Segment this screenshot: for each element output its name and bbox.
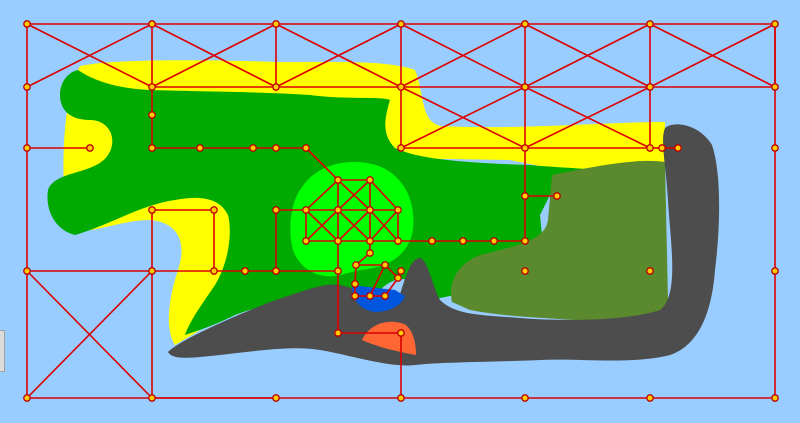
circle-node-icon[interactable]: [334, 267, 342, 275]
circle-node-icon[interactable]: [272, 20, 280, 28]
graph-edge: [337, 209, 371, 242]
node-layer[interactable]: [23, 20, 779, 402]
circle-node-icon[interactable]: [394, 274, 402, 282]
circle-node-icon[interactable]: [366, 176, 374, 184]
circle-node-icon[interactable]: [148, 20, 156, 28]
graph-edge: [275, 23, 402, 88]
circle-node-icon[interactable]: [210, 206, 218, 214]
circle-node-icon[interactable]: [272, 394, 280, 402]
graph-edge: [369, 179, 399, 211]
edge-layer: [26, 23, 776, 399]
circle-node-icon[interactable]: [148, 144, 156, 152]
graph-edge: [400, 23, 526, 88]
circle-node-icon[interactable]: [490, 237, 498, 245]
circle-node-icon[interactable]: [771, 144, 779, 152]
circle-node-icon[interactable]: [196, 144, 204, 152]
meadow-region: [290, 161, 414, 277]
circle-node-icon[interactable]: [366, 292, 374, 300]
circle-node-icon[interactable]: [771, 267, 779, 275]
circle-node-icon[interactable]: [366, 206, 374, 214]
graph-edge: [26, 270, 153, 399]
circle-node-icon[interactable]: [771, 20, 779, 28]
circle-node-icon[interactable]: [334, 206, 342, 214]
circle-node-icon[interactable]: [397, 267, 405, 275]
circle-node-icon[interactable]: [674, 144, 682, 152]
circle-node-icon[interactable]: [397, 394, 405, 402]
circle-node-icon[interactable]: [646, 267, 654, 275]
rock-region: [168, 124, 720, 366]
circle-node-icon[interactable]: [272, 83, 280, 91]
graph-edge: [151, 23, 277, 88]
circle-node-icon[interactable]: [397, 329, 405, 337]
circle-node-icon[interactable]: [23, 394, 31, 402]
graph-edge: [305, 179, 339, 211]
circle-node-icon[interactable]: [351, 292, 359, 300]
circle-node-icon[interactable]: [397, 20, 405, 28]
graph-edge: [337, 179, 371, 211]
circle-node-icon[interactable]: [366, 249, 374, 257]
circle-node-icon[interactable]: [646, 394, 654, 402]
circle-node-icon[interactable]: [249, 144, 257, 152]
circle-node-icon[interactable]: [381, 261, 389, 269]
circle-node-icon[interactable]: [351, 280, 359, 288]
circle-node-icon[interactable]: [302, 144, 310, 152]
side-panel-handle[interactable]: [0, 330, 5, 372]
graph-edge: [400, 86, 526, 149]
circle-node-icon[interactable]: [148, 111, 156, 119]
circle-node-icon[interactable]: [397, 144, 405, 152]
circle-node-icon[interactable]: [521, 192, 529, 200]
graph-edge: [369, 209, 399, 242]
circle-node-icon[interactable]: [302, 206, 310, 214]
circle-node-icon[interactable]: [646, 83, 654, 91]
circle-node-icon[interactable]: [521, 144, 529, 152]
circle-node-icon[interactable]: [646, 20, 654, 28]
circle-node-icon[interactable]: [23, 20, 31, 28]
circle-node-icon[interactable]: [210, 267, 218, 275]
circle-node-icon[interactable]: [771, 83, 779, 91]
circle-node-icon[interactable]: [148, 394, 156, 402]
circle-node-icon[interactable]: [521, 394, 529, 402]
circle-node-icon[interactable]: [521, 83, 529, 91]
circle-node-icon[interactable]: [23, 144, 31, 152]
graph-edge: [524, 86, 651, 149]
swamp-region: [450, 160, 668, 323]
circle-node-icon[interactable]: [23, 267, 31, 275]
circle-node-icon[interactable]: [302, 237, 310, 245]
circle-node-icon[interactable]: [148, 206, 156, 214]
circle-node-icon[interactable]: [272, 206, 280, 214]
circle-node-icon[interactable]: [272, 144, 280, 152]
circle-node-icon[interactable]: [428, 237, 436, 245]
graph-edge: [305, 209, 339, 242]
circle-node-icon[interactable]: [352, 261, 360, 269]
circle-node-icon[interactable]: [521, 267, 529, 275]
circle-node-icon[interactable]: [394, 237, 402, 245]
water-region: [352, 285, 405, 312]
circle-node-icon[interactable]: [521, 237, 529, 245]
circle-node-icon[interactable]: [148, 267, 156, 275]
graph-edge: [369, 264, 386, 297]
circle-node-icon[interactable]: [658, 144, 666, 152]
circle-node-icon[interactable]: [334, 176, 342, 184]
circle-node-icon[interactable]: [334, 329, 342, 337]
circle-node-icon[interactable]: [334, 237, 342, 245]
circle-node-icon[interactable]: [521, 20, 529, 28]
graph-edge: [649, 23, 776, 88]
circle-node-icon[interactable]: [272, 267, 280, 275]
circle-node-icon[interactable]: [148, 83, 156, 91]
circle-node-icon[interactable]: [394, 206, 402, 214]
circle-node-icon[interactable]: [381, 292, 389, 300]
circle-node-icon[interactable]: [366, 237, 374, 245]
circle-node-icon[interactable]: [553, 192, 561, 200]
circle-node-icon[interactable]: [23, 83, 31, 91]
graph-edge: [26, 23, 153, 88]
circle-node-icon[interactable]: [771, 394, 779, 402]
circle-node-icon[interactable]: [459, 237, 467, 245]
graph-edge: [305, 147, 339, 181]
graph-edge: [524, 23, 651, 88]
circle-node-icon[interactable]: [646, 144, 654, 152]
circle-node-icon[interactable]: [397, 83, 405, 91]
circle-node-icon[interactable]: [241, 267, 249, 275]
circle-node-icon[interactable]: [86, 144, 94, 152]
